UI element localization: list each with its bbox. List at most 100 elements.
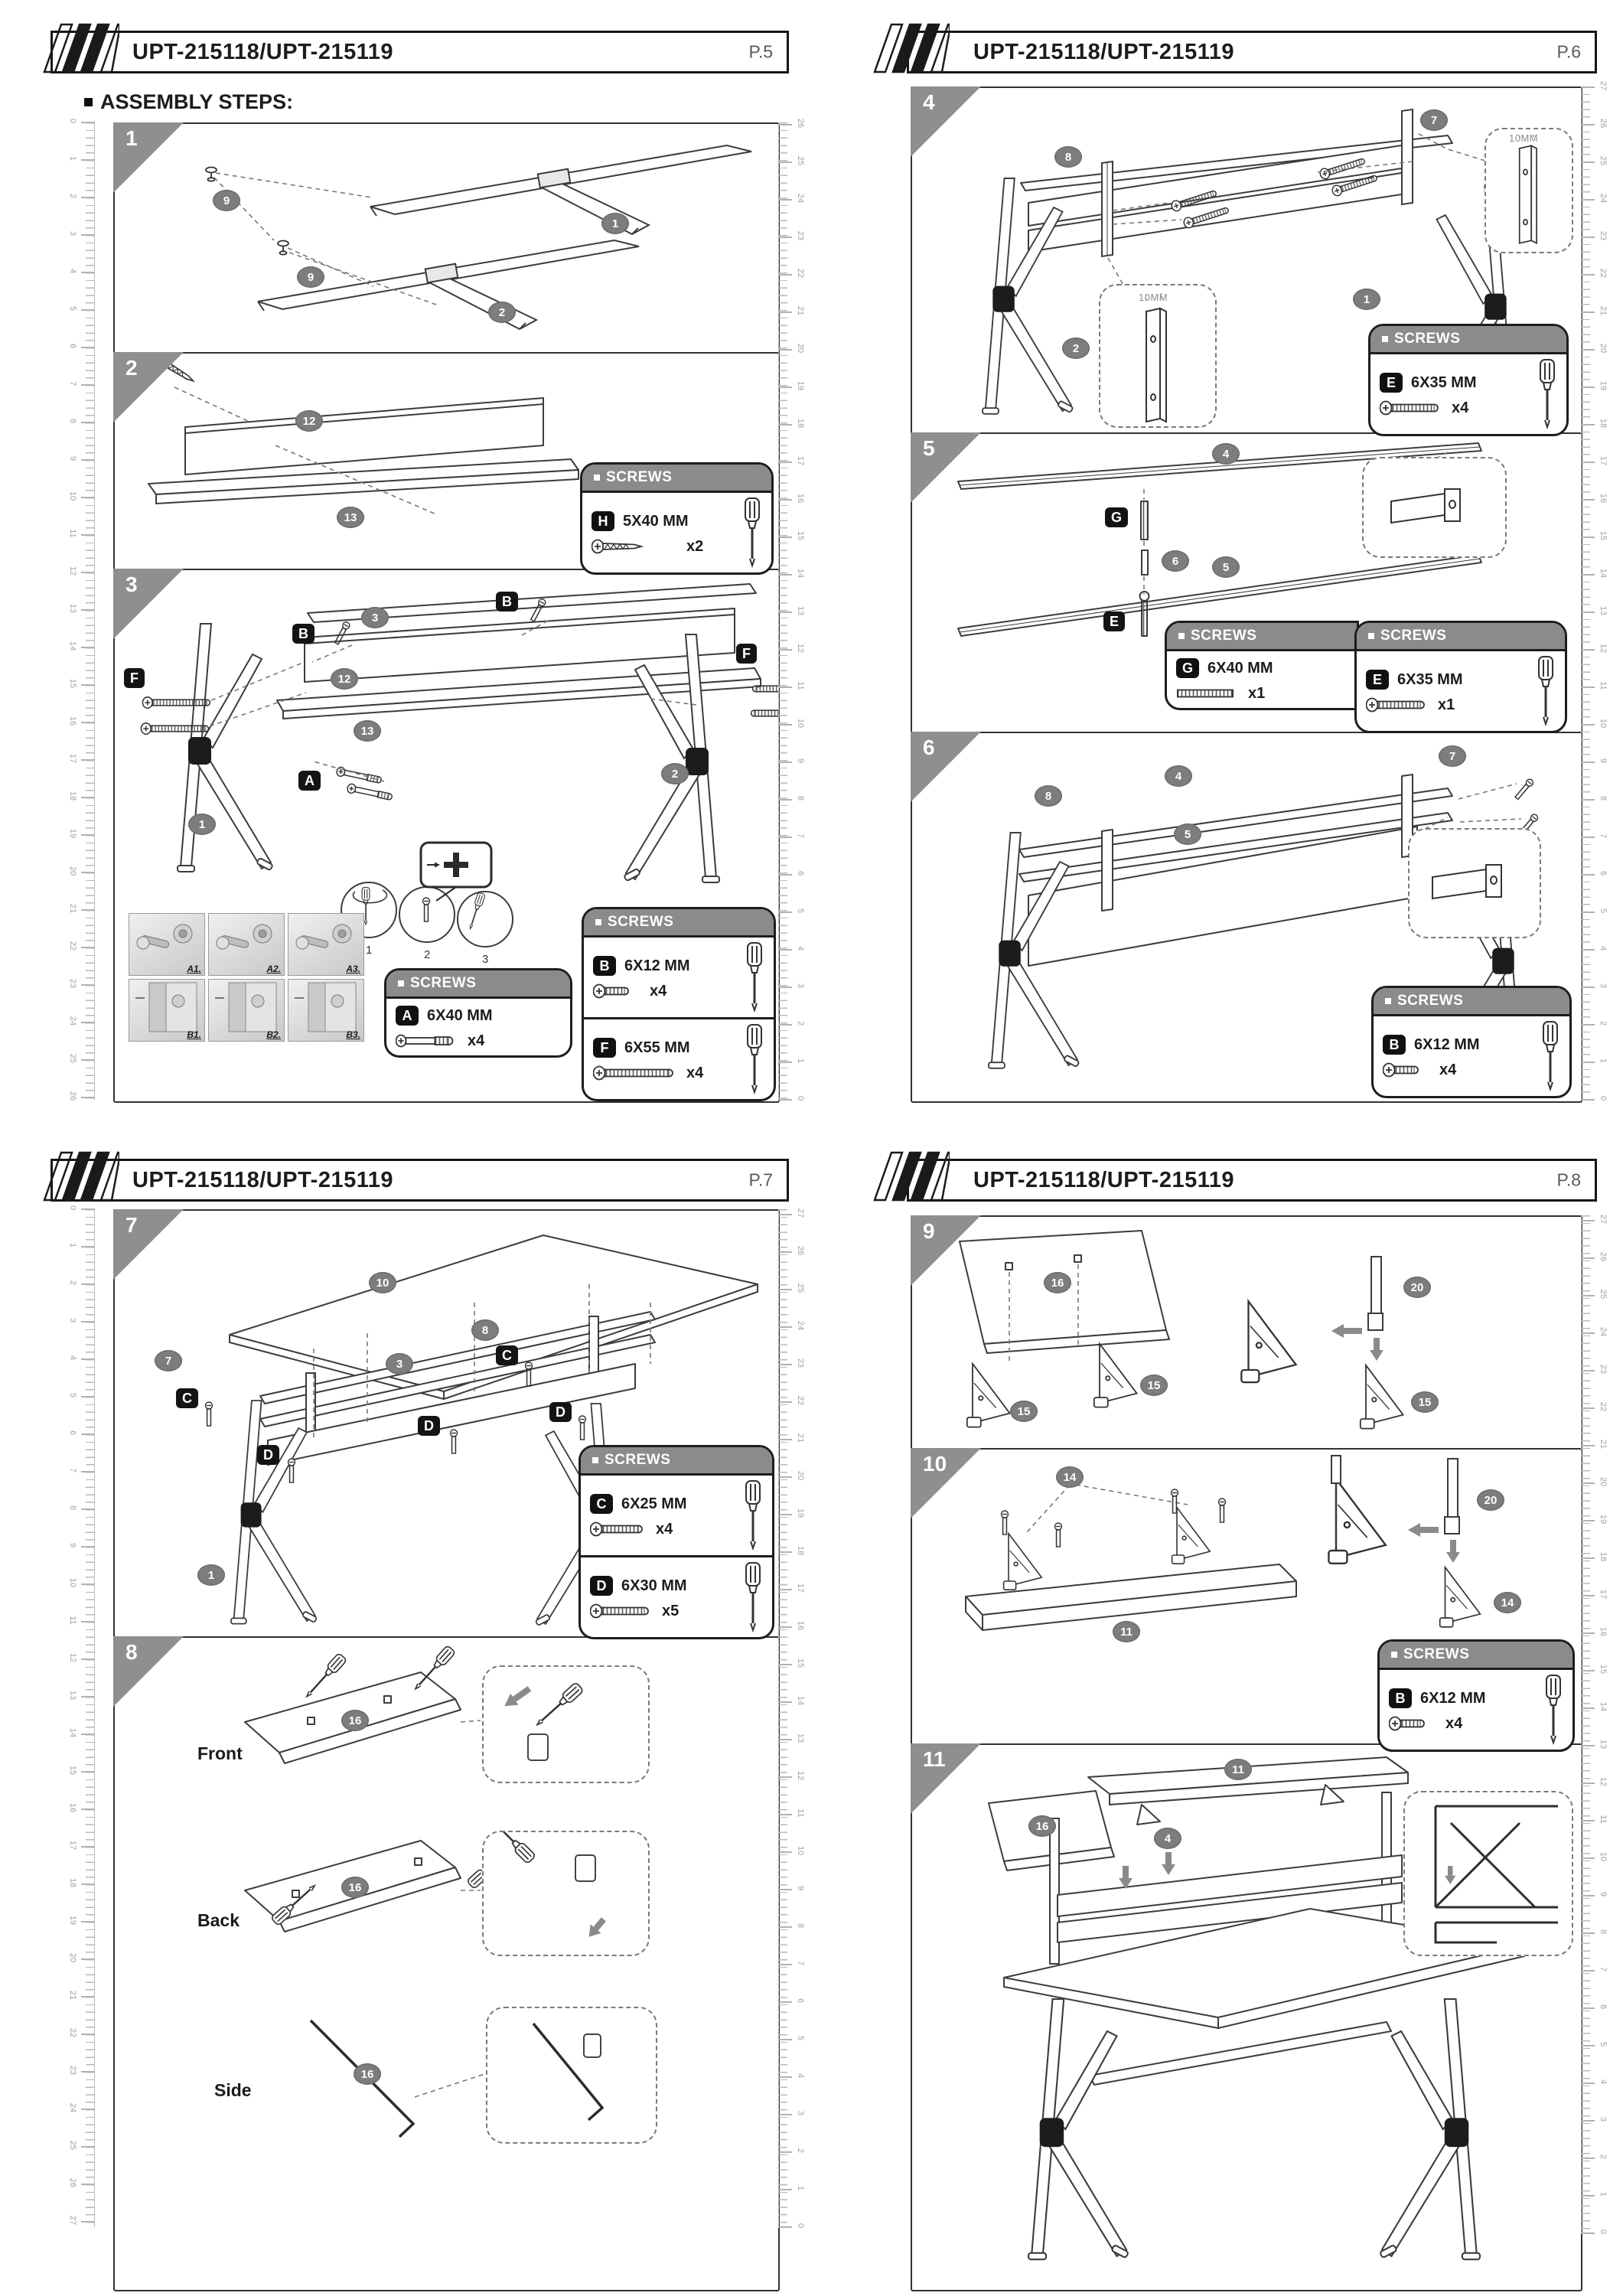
screw-letter-chip: A [298, 771, 321, 791]
threaded-rod-icon [1177, 689, 1234, 698]
photo-inset: A2. [208, 913, 285, 976]
screw-size: 6X40 MM [427, 1006, 493, 1024]
part-callout: 2 [661, 763, 689, 784]
screws-box-title: SCREWS [1380, 628, 1447, 644]
screws-box-title: SCREWS [605, 1452, 671, 1468]
screws-box-title: SCREWS [1394, 331, 1461, 347]
part-callout: 15 [1411, 1391, 1439, 1413]
screw-letter-chip: C [176, 1388, 198, 1408]
screws-box-header: SCREWS [582, 465, 771, 493]
part-callout: 4 [1212, 443, 1240, 465]
part-callout: 7 [1420, 109, 1448, 131]
part-callout: 14 [1494, 1592, 1521, 1613]
photo-label: A2. [266, 964, 281, 974]
screw-qty: x2 [686, 537, 704, 555]
screws-box-header: SCREWS [584, 909, 774, 938]
screw-qty: x4 [656, 1520, 673, 1538]
screws-box-header: SCREWS [1357, 623, 1565, 651]
part-callout: 20 [1403, 1277, 1431, 1298]
cam-bolt-icon [396, 1034, 454, 1048]
screws-box-title: SCREWS [606, 469, 673, 485]
part-callout: 15 [1140, 1375, 1168, 1396]
view-label-side: Side [214, 2080, 252, 2100]
screw-qty: x1 [1438, 696, 1455, 713]
part-callout: 16 [354, 2063, 381, 2085]
part-callout: 13 [354, 720, 381, 742]
assembly-steps-heading: ASSEMBLY STEPS: [84, 90, 293, 114]
step-1-panel: 1 9 1 9 2 [113, 122, 780, 357]
screw-size: 6X12 MM [1414, 1035, 1480, 1053]
screw-qty: x1 [1248, 684, 1266, 702]
wood-screw-icon [592, 539, 642, 554]
part-callout: 16 [341, 1877, 369, 1898]
view-label-back: Back [197, 1910, 240, 1930]
screw-letter-h: H [592, 511, 614, 531]
bullet-icon [398, 980, 404, 987]
photo-label: A3. [346, 964, 360, 974]
part-callout: 16 [341, 1710, 369, 1731]
screw-letter-b: B [1389, 1688, 1412, 1708]
brand-hatch-icon [43, 1151, 119, 1202]
screws-box-title: SCREWS [1191, 628, 1257, 644]
header-title-box: UPT-215118/UPT-215119 P.7 [51, 1159, 789, 1202]
part-callout: 9 [213, 190, 240, 211]
doc-title: UPT-215118/UPT-215119 [132, 1167, 394, 1192]
screws-box-title: SCREWS [1403, 1646, 1470, 1662]
photo-label: B1. [187, 1029, 201, 1040]
screw-letter-chip: F [124, 668, 145, 688]
screws-box-title: SCREWS [608, 914, 674, 930]
screw-qty: x4 [468, 1032, 485, 1049]
screw-qty: x4 [1439, 1061, 1457, 1078]
detail-bubble-10mm [1484, 128, 1573, 253]
detail-bubble-clip [486, 2007, 657, 2144]
part-callout: 11 [1224, 1759, 1252, 1780]
photo-label: B2. [266, 1029, 281, 1040]
step-11-diagram [988, 1756, 1525, 2261]
step-3-diagram [140, 583, 778, 947]
screws-box-header: SCREWS [1370, 326, 1566, 354]
screw-qty: x4 [1452, 399, 1469, 416]
part-callout: 2 [488, 302, 516, 323]
dim-label-10mm: 10MM [1509, 132, 1539, 144]
screw-size: 6X25 MM [621, 1495, 687, 1512]
photo-inset: B1. [129, 979, 205, 1042]
bullet-square-icon [84, 98, 93, 106]
machine-screw-icon [593, 983, 629, 999]
screw-letter-g: G [1176, 658, 1199, 678]
step-7-diagram [204, 1234, 758, 1628]
bullet-icon [1382, 336, 1388, 342]
screw-letter-c: C [590, 1494, 613, 1514]
doc-title: UPT-215118/UPT-215119 [973, 1167, 1235, 1192]
step-3-panel: 3 B B F F A 3 12 13 1 2 1 2 3 A1. A2. A3… [113, 569, 780, 1103]
screw-letter-chip: D [549, 1402, 572, 1422]
part-callout: 14 [1056, 1466, 1084, 1488]
screw-letter-e: E [1380, 373, 1403, 393]
screws-box-header: SCREWS [386, 970, 570, 999]
photo-inset: B3. [288, 979, 364, 1042]
part-callout: 7 [1439, 745, 1466, 767]
screws-box-title: SCREWS [410, 975, 477, 991]
part-callout: 1 [601, 213, 629, 234]
detail-bubble-bar-end [1408, 828, 1541, 938]
bullet-icon [592, 1457, 598, 1463]
screw-size: 6X12 MM [624, 957, 690, 974]
header-title-box: UPT-215118/UPT-215119 P.5 [51, 31, 789, 73]
view-label-front: Front [197, 1743, 243, 1763]
screw-letter-b: B [593, 956, 616, 976]
part-callout: 8 [1035, 785, 1062, 807]
screw-letter-chip: G [1105, 507, 1129, 527]
